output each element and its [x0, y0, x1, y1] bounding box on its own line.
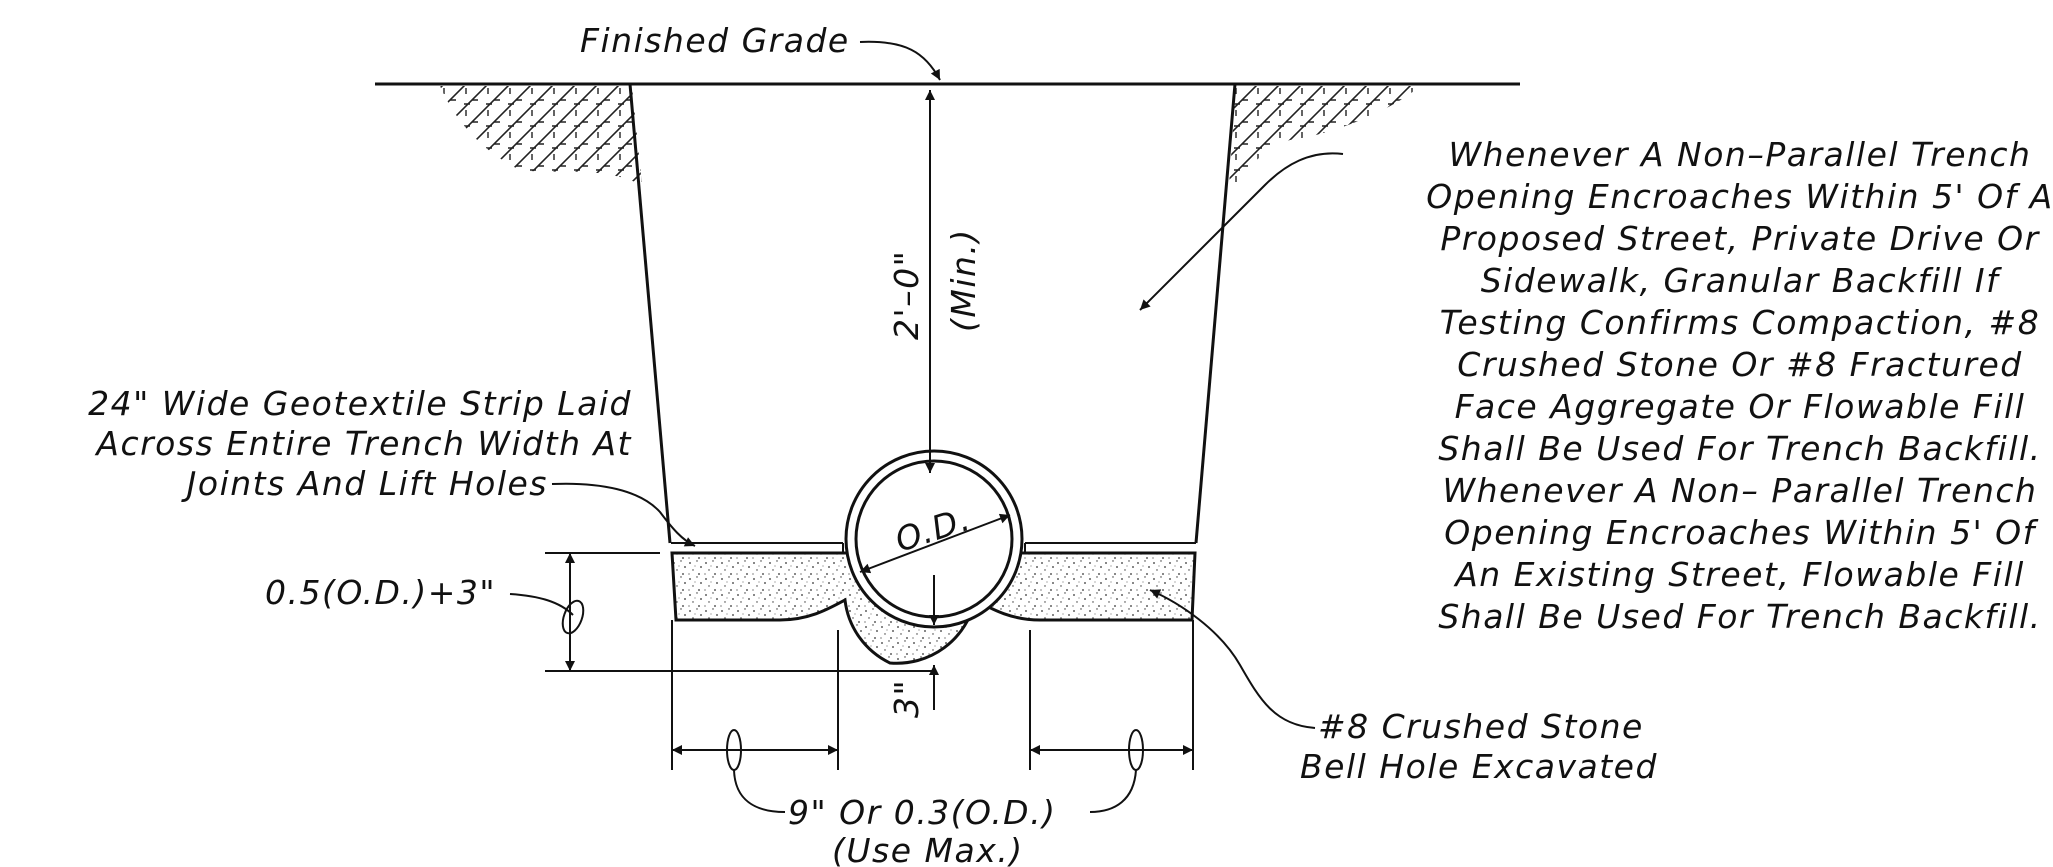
trench-wall-right: [1194, 83, 1237, 544]
clearance-leader-left: [733, 769, 786, 813]
backfill-note-line: Sidewalk, Granular Backfill If: [1481, 261, 2002, 300]
geotextile-strip: [671, 542, 1196, 554]
backfill-note-line: Whenever A Non–Parallel Trench: [1449, 135, 2032, 174]
geotextile-label-line-3: Joints And Lift Holes: [181, 464, 548, 503]
geotextile-label-line-1: 24" Wide Geotextile Strip Laid: [88, 384, 632, 423]
bedding-material-line-1: #8 Crushed Stone: [1318, 707, 1644, 746]
bedding-depth-label: 0.5(O.D.)+3": [265, 573, 496, 612]
soil-hatch-right: [1228, 86, 1420, 200]
backfill-note-line: Whenever A Non– Parallel Trench: [1443, 471, 2038, 510]
backfill-note-line: Testing Confirms Compaction, #8: [1440, 303, 2040, 342]
clearance-leader-right: [1089, 769, 1137, 813]
finished-grade-label: Finished Grade: [580, 21, 850, 60]
depth-value-label: 2'–0": [887, 250, 926, 340]
finished-grade-leader: [859, 40, 941, 81]
side-clearance-label: 9" Or 0.3(O.D.): [788, 793, 1056, 832]
geotextile-leader: [551, 482, 696, 547]
backfill-note-line: Face Aggregate Or Flowable Fill: [1455, 387, 2026, 426]
backfill-note-line: Opening Encroaches Within 5' Of A: [1426, 177, 2053, 216]
backfill-note-line: Shall Be Used For Trench Backfill.: [1438, 597, 2041, 636]
backfill-note-line: Shall Be Used For Trench Backfill.: [1438, 429, 2041, 468]
depth-qualifier-label: (Min.): [944, 228, 983, 332]
backfill-note-line: Crushed Stone Or #8 Fractured: [1457, 345, 2022, 384]
bedding-material-leader: [1149, 589, 1316, 729]
bedding-dimension-tag: [561, 599, 585, 635]
backfill-note-leader: [1139, 152, 1344, 311]
od-dimension-line: [859, 513, 1011, 574]
backfill-note: Whenever A Non–Parallel Trench Opening E…: [1426, 135, 2053, 636]
bedding-depth-leader: [509, 593, 574, 616]
trench-wall-left: [628, 83, 672, 544]
backfill-note-line: An Existing Street, Flowable Fill: [1453, 555, 2025, 594]
bedding-material-line-2: Bell Hole Excavated: [1300, 747, 1658, 786]
backfill-note-line: Proposed Street, Private Drive Or: [1440, 219, 2040, 258]
side-clearance-note: (Use Max.): [832, 831, 1024, 867]
geotextile-label-line-2: Across Entire Trench Width At: [94, 424, 632, 463]
backfill-note-line: Opening Encroaches Within 5' Of: [1444, 513, 2038, 552]
soil-hatch-left: [440, 86, 642, 185]
bell-hole-depth-label: 3": [887, 679, 926, 718]
